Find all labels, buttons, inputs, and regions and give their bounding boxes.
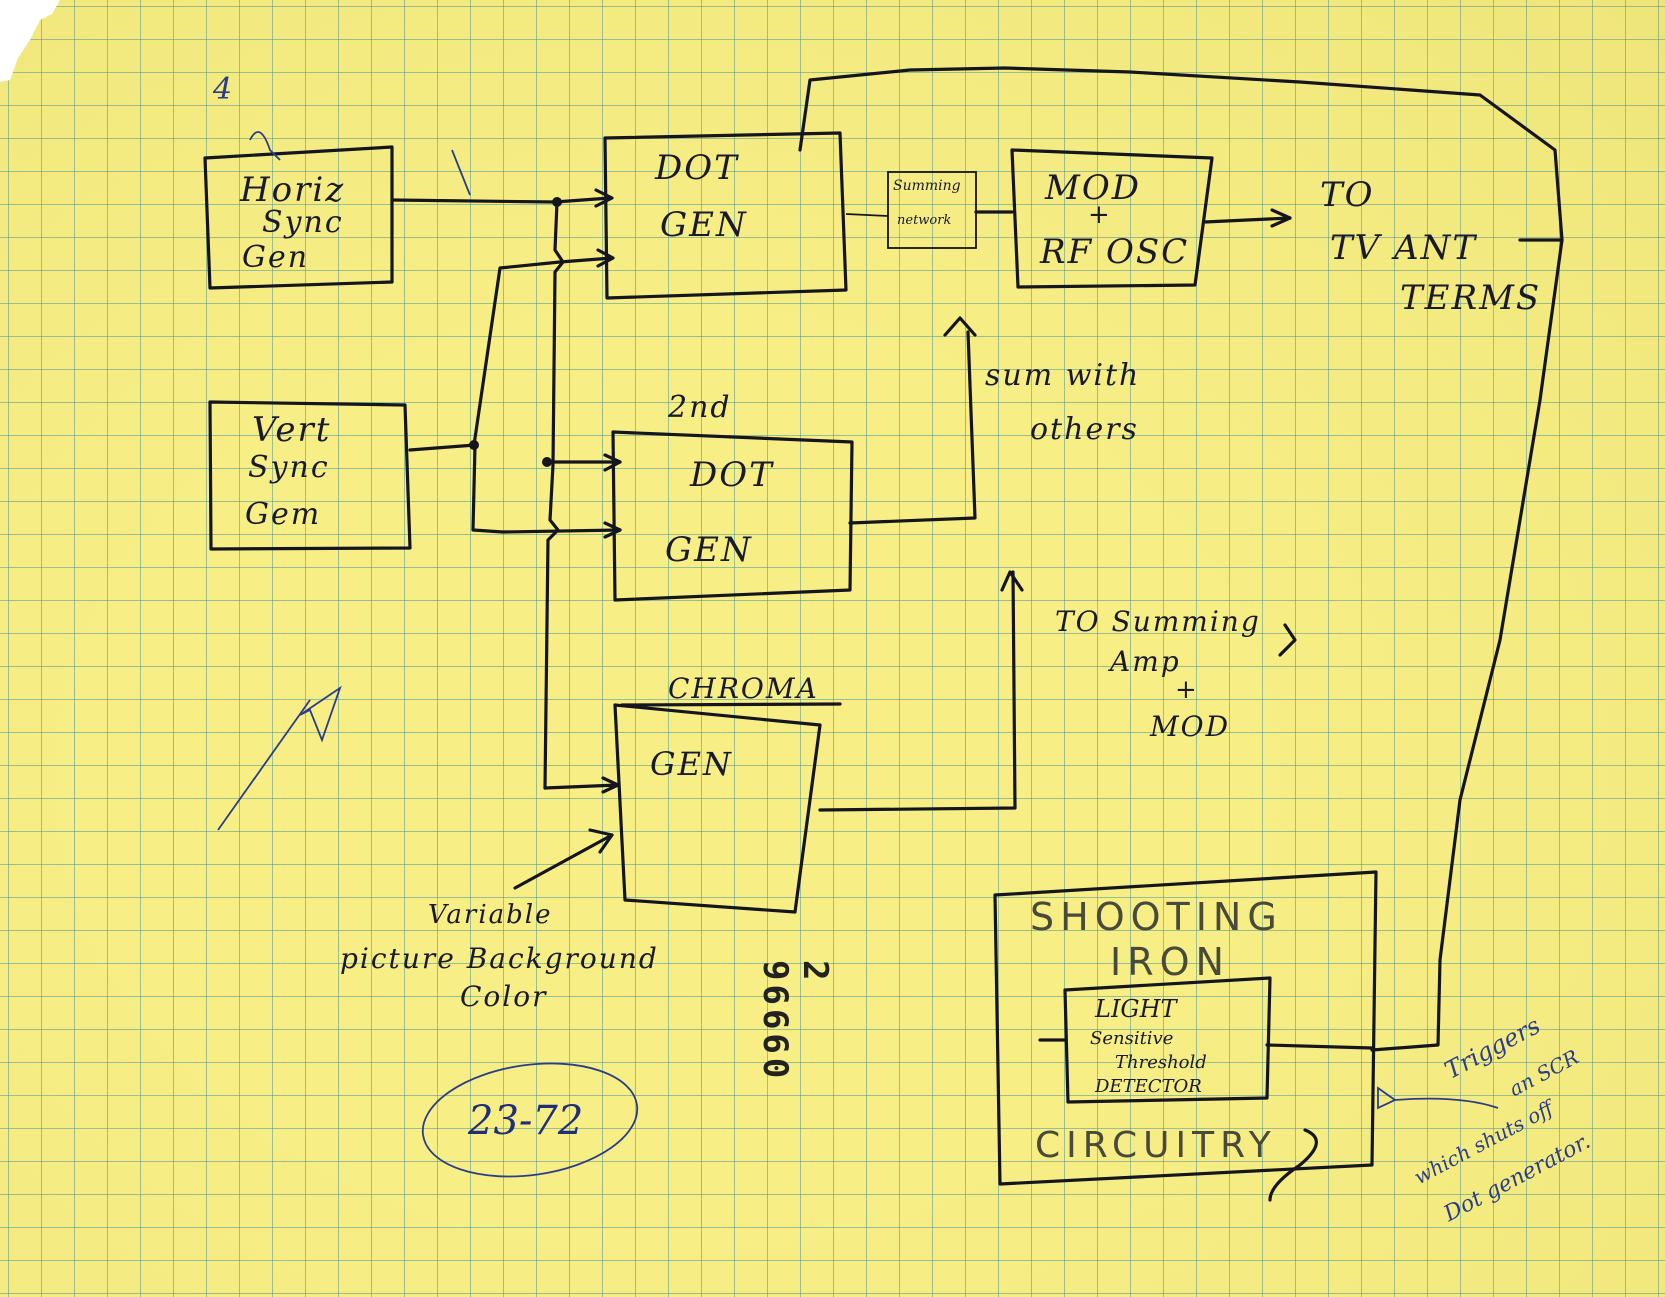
- light-label-3: Threshold: [1115, 1052, 1207, 1073]
- dot-gen-label-1: DOT: [655, 148, 739, 188]
- serial-number: 2 96660: [755, 960, 835, 1083]
- second-dot-gen-box: [611, 430, 854, 602]
- second-label: 2nd: [668, 390, 732, 425]
- signal-wires: [390, 66, 1564, 1202]
- shooting-label-1: SHOOTING: [1030, 895, 1283, 939]
- chroma-gen-label: GEN: [650, 745, 733, 783]
- torn-corner: [0, 0, 60, 82]
- horiz-sync-label-2: Sync: [262, 205, 344, 240]
- light-label-1: LIGHT: [1095, 995, 1177, 1023]
- to-summing-label-4: MOD: [1150, 710, 1231, 743]
- sum-with-label-1: sum with: [985, 358, 1141, 393]
- vert-sync-box: [208, 400, 412, 551]
- mod-rf-label-3: RF OSC: [1040, 232, 1190, 272]
- date-oval: [421, 1062, 639, 1178]
- vert-sync-label-2: Sync: [248, 450, 330, 485]
- to-tv-label-3: TERMS: [1400, 278, 1542, 318]
- corner-mark: 4: [213, 72, 233, 107]
- to-summing-label-3: +: [1175, 675, 1199, 705]
- to-summing-label-2: Amp: [1110, 645, 1181, 678]
- blue-pen-marks: [217, 131, 1499, 1110]
- date-label: 23-72: [468, 1098, 584, 1144]
- horiz-sync-label-1: Horiz: [240, 170, 346, 210]
- chroma-label: CHROMA: [668, 672, 819, 705]
- light-sensitive-box: [1063, 976, 1272, 1104]
- variable-label-1: Variable: [428, 900, 553, 930]
- to-summing-label-1: TO Summing: [1055, 605, 1261, 638]
- mod-rf-label-2: +: [1088, 200, 1112, 230]
- circuitry-label: CIRCUITRY: [1035, 1125, 1277, 1166]
- horiz-sync-label-3: Gen: [242, 240, 310, 275]
- sum-with-label-2: others: [1030, 412, 1139, 447]
- second-dot-gen-label-2: GEN: [665, 530, 753, 570]
- vert-sync-label-1: Vert: [252, 410, 332, 450]
- dot-gen-box: [603, 131, 848, 300]
- mod-rf-label-1: MOD: [1045, 168, 1141, 208]
- chroma-label-line: [620, 702, 842, 707]
- to-tv-label-2: TV ANT: [1330, 228, 1478, 268]
- light-label-4: DETECTOR: [1095, 1076, 1202, 1097]
- chroma-gen-box: [613, 703, 822, 914]
- shooting-iron-box: [993, 870, 1378, 1186]
- vert-sync-label-3: Gem: [245, 497, 322, 532]
- summing-network-label-1: Summing: [893, 178, 961, 194]
- dot-gen-label-2: GEN: [660, 205, 748, 245]
- second-dot-gen-label-1: DOT: [690, 455, 774, 495]
- variable-label-3: Color: [460, 980, 548, 1013]
- to-tv-label-1: TO: [1320, 175, 1375, 215]
- horiz-sync-box: [203, 145, 394, 290]
- summing-network-label-2: network: [897, 213, 952, 228]
- summing-network-box: [887, 171, 977, 249]
- light-label-2: Sensitive: [1090, 1028, 1174, 1049]
- variable-label-2: picture Background: [340, 942, 659, 975]
- shooting-label-2: IRON: [1110, 940, 1230, 984]
- mod-rf-box: [1010, 148, 1214, 289]
